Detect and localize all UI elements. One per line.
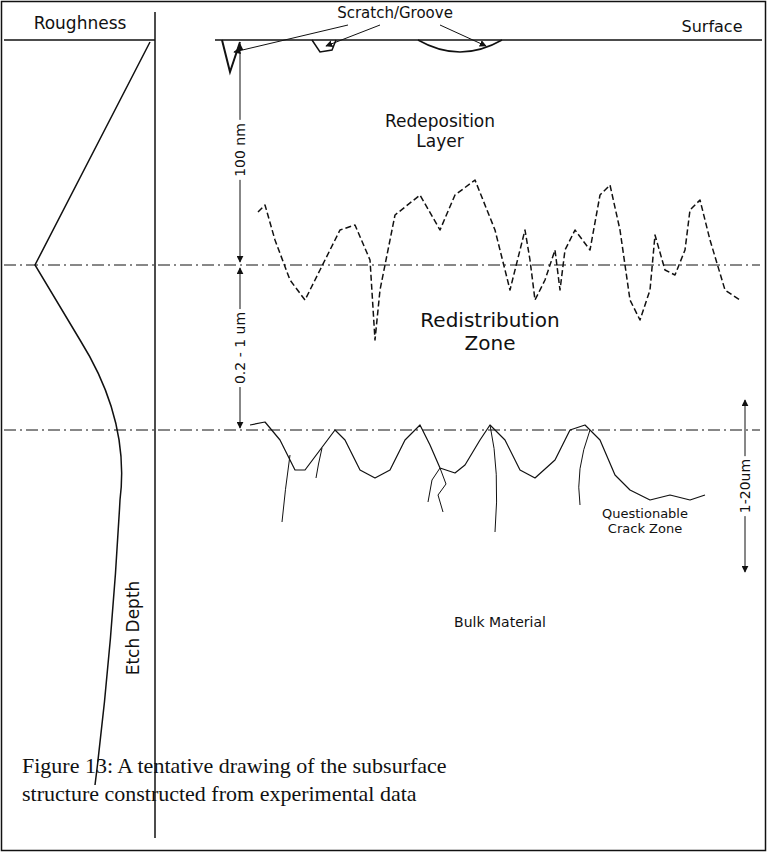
- dimension-label: 100 nm: [231, 120, 249, 180]
- depth-axis: [154, 12, 156, 838]
- callout-label: Scratch/Groove: [337, 5, 453, 22]
- roughness-curve: [35, 42, 150, 785]
- scratch: [312, 40, 336, 52]
- zone-label: Redistribution Zone: [405, 309, 575, 355]
- scratch: [222, 40, 240, 72]
- figure-caption: Figure 13: A tentative drawing of the su…: [22, 752, 472, 807]
- dimension-label: 1-20um: [736, 456, 754, 516]
- level-line: [4, 265, 760, 266]
- groove: [418, 40, 502, 52]
- crack-lines: [282, 425, 590, 532]
- dimension-label: 0.2 - 1 um: [231, 309, 249, 387]
- zone-label: Questionable Crack Zone: [588, 507, 703, 537]
- roughness-axis: [4, 39, 155, 41]
- axis-title: Roughness: [34, 14, 127, 34]
- level-line: [4, 430, 760, 431]
- surface-label: Surface: [682, 18, 743, 36]
- axis-title: Etch Depth: [123, 578, 145, 679]
- leader-lines: [234, 25, 486, 52]
- bulk-boundary: [250, 422, 705, 500]
- region-label: Bulk Material: [454, 614, 546, 630]
- surface-line: [215, 39, 762, 41]
- layer-label: Redeposition Layer: [375, 112, 505, 151]
